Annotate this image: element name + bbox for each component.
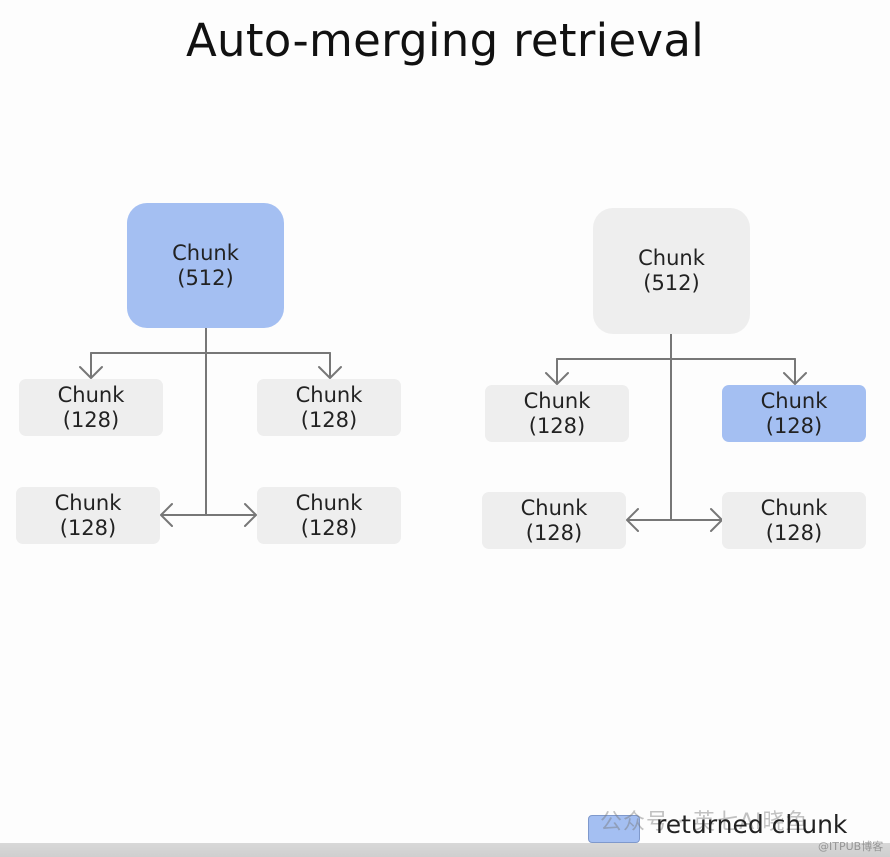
chunk-size: (128) [528, 413, 586, 438]
right-child-chunk-1: Chunk(128) [485, 385, 629, 442]
chunk-label: Chunk [295, 382, 363, 407]
chunk-label: Chunk [523, 388, 591, 413]
left-parent-chunk: Chunk(512) [127, 203, 284, 328]
chunk-label: Chunk [520, 495, 588, 520]
chunk-size: (128) [765, 520, 823, 545]
left-child-chunk-3: Chunk(128) [16, 487, 160, 544]
chunk-size: (128) [300, 515, 358, 540]
right-arrow-top-right [783, 358, 807, 385]
legend-label: returned chunk [656, 810, 848, 839]
chunk-label: Chunk [760, 495, 828, 520]
right-child-chunk-4: Chunk(128) [722, 492, 866, 549]
left-child-chunk-4: Chunk(128) [257, 487, 401, 544]
right-child-chunk-2: Chunk(128) [722, 385, 866, 442]
left-arrow-top-right [318, 352, 342, 379]
legend-swatch [588, 815, 640, 843]
chunk-label: Chunk [760, 388, 828, 413]
right-arrow-bottom-horizontal [626, 508, 723, 532]
page-title: Auto-merging retrieval [185, 14, 705, 67]
right-parent-chunk: Chunk(512) [593, 208, 750, 334]
chunk-label: Chunk [172, 240, 239, 265]
chunk-size: (512) [177, 265, 234, 290]
chunk-label: Chunk [295, 490, 363, 515]
chunk-label: Chunk [638, 246, 705, 270]
watermark-source: @ITPUB博客 [818, 840, 884, 853]
chunk-size: (128) [300, 407, 358, 432]
chunk-label: Chunk [54, 490, 122, 515]
left-child-chunk-2: Chunk(128) [257, 379, 401, 436]
watermark-text: 公众号 · 英七AI晓鱼 [600, 810, 809, 835]
chunk-size: (128) [525, 520, 583, 545]
right-arrow-top-left [545, 358, 569, 385]
chunk-size: (512) [643, 271, 700, 295]
chunk-size: (128) [62, 407, 120, 432]
chunk-size: (128) [59, 515, 117, 540]
chunk-label: Chunk [57, 382, 125, 407]
left-arrow-bottom-horizontal [160, 503, 257, 527]
left-arrow-top-left [79, 352, 103, 379]
left-child-chunk-1: Chunk(128) [19, 379, 163, 436]
chunk-size: (128) [765, 413, 823, 438]
bottom-shade [0, 843, 890, 857]
right-child-chunk-3: Chunk(128) [482, 492, 626, 549]
